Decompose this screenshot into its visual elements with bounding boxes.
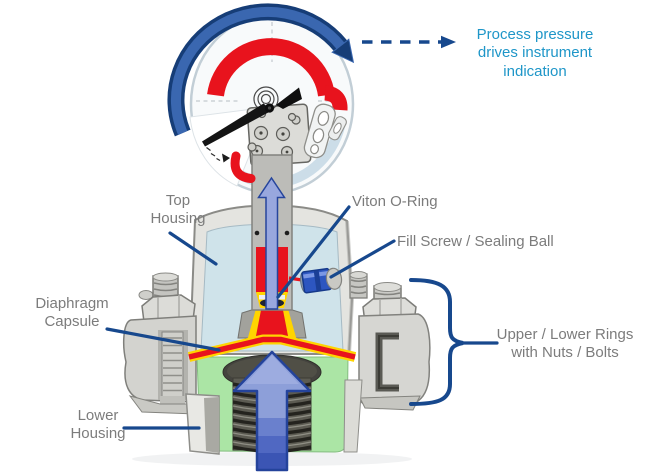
left-stud-cap: [152, 272, 179, 282]
gauge-red-arc: [207, 38, 335, 97]
capsule-funnel-red: [255, 305, 289, 341]
rotation-arrow-band-inner: [171, 6, 345, 135]
movement-screws: [247, 109, 301, 164]
diaphragm-membrane-red: [188, 336, 356, 360]
right-stud-cap: [373, 282, 402, 292]
left-rod-threads: [163, 337, 182, 392]
gauge-tick-arrow-icon: [222, 153, 230, 163]
label-fill-screw: Fill Screw / Sealing Ball: [397, 233, 554, 250]
right-ring-body: [358, 313, 431, 407]
movement-linkage: [303, 103, 347, 159]
process-flow-arrow: [232, 350, 312, 472]
stem-flow-arrow: [257, 176, 286, 310]
right-clamp-channel-inner: [378, 335, 399, 389]
process-arrow-shade2: [257, 436, 287, 453]
gauge-red-arc-end: [324, 85, 348, 111]
lower-wall-right: [343, 379, 363, 453]
process-arrow-head-shine: [245, 355, 299, 384]
label-rings: Upper / Lower Rings with Nuts / Bolts: [496, 326, 634, 362]
label-process-pressure: Process pressure drives instrument indic…: [476, 26, 594, 80]
needle-pivot-center: [267, 106, 272, 110]
leader-viton-oring: [276, 205, 351, 299]
top-housing-shell-shade: [345, 220, 355, 355]
label-diaphragm-capsule: Diaphragm Capsule: [35, 295, 109, 331]
gauge-scale-ticks: [206, 147, 221, 162]
gauge-needle: [202, 103, 272, 147]
process-arrow-outline: [232, 350, 312, 472]
right-bolt-assembly: [349, 271, 431, 411]
rotation-arrow-head: [331, 38, 355, 64]
gauge-movement: [202, 86, 347, 167]
label-lower-housing: Lower Housing: [70, 407, 126, 443]
rotation-arrow: [167, 3, 355, 137]
right-stud-back-cap: [349, 271, 368, 279]
annotation-lines: [105, 35, 499, 430]
needle-counterweight: [276, 87, 302, 109]
stem-bolt-dot-right: [284, 230, 290, 236]
capillary-elbow: [230, 151, 256, 183]
pressure-gauge: [167, 3, 355, 195]
lower-wall-left-inner: [204, 397, 219, 453]
gauge-stem: [230, 151, 293, 311]
process-arrow-shade3: [257, 453, 287, 470]
process-arrow-shade1: [257, 418, 287, 436]
fill-screw-band: [313, 270, 322, 291]
label-viton-oring: Viton O-Ring: [352, 193, 438, 210]
label-top-housing: Top Housing: [150, 192, 206, 228]
leader-top-housing: [168, 231, 218, 266]
diaphragm-capsule-part: [187, 305, 357, 362]
stem-bolt-dot-left: [254, 230, 260, 236]
dashed-arrow-head: [441, 35, 456, 49]
leader-fill-screw: [329, 239, 396, 279]
left-bolt-assembly: [122, 272, 197, 415]
right-foot: [359, 395, 421, 411]
leader-diaphragm-capsule: [105, 327, 221, 352]
